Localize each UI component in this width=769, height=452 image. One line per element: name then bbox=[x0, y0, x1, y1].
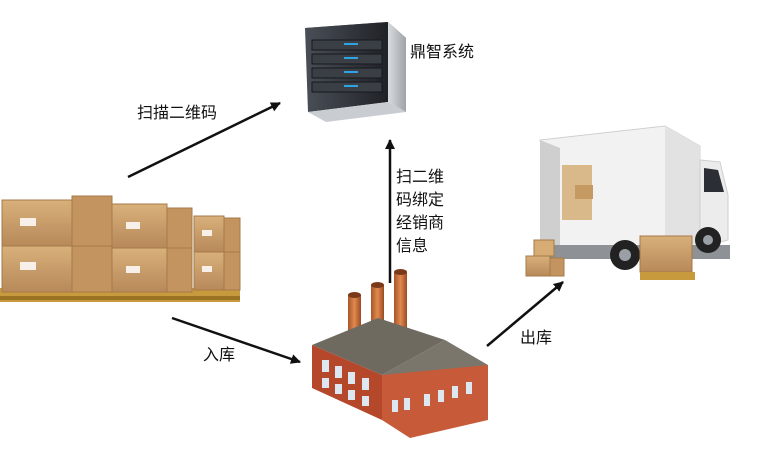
label-outbound: 出库 bbox=[520, 328, 553, 347]
label-bind-line: 码绑定 bbox=[396, 190, 445, 209]
label-scan-qr: 扫描二维码 bbox=[137, 103, 218, 122]
server-icon bbox=[305, 22, 406, 122]
arrow-outbound bbox=[486, 281, 564, 347]
factory-icon bbox=[312, 269, 488, 438]
label-bind-line: 经销商 bbox=[396, 213, 445, 232]
flow-arrows bbox=[127, 101, 564, 364]
arrow-inbound bbox=[171, 316, 301, 364]
label-bind-line: 扫二维 bbox=[396, 167, 445, 186]
label-system-name: 鼎智系统 bbox=[410, 42, 475, 61]
delivery-truck-icon bbox=[525, 125, 730, 280]
label-bind-dealer-info: 扫二维 码绑定 经销商 信息 bbox=[396, 165, 444, 257]
pallet-boxes-icon bbox=[0, 195, 241, 302]
label-inbound: 入库 bbox=[203, 345, 236, 364]
label-bind-line: 信息 bbox=[396, 236, 429, 255]
arrow-scan-to-system bbox=[127, 101, 281, 179]
